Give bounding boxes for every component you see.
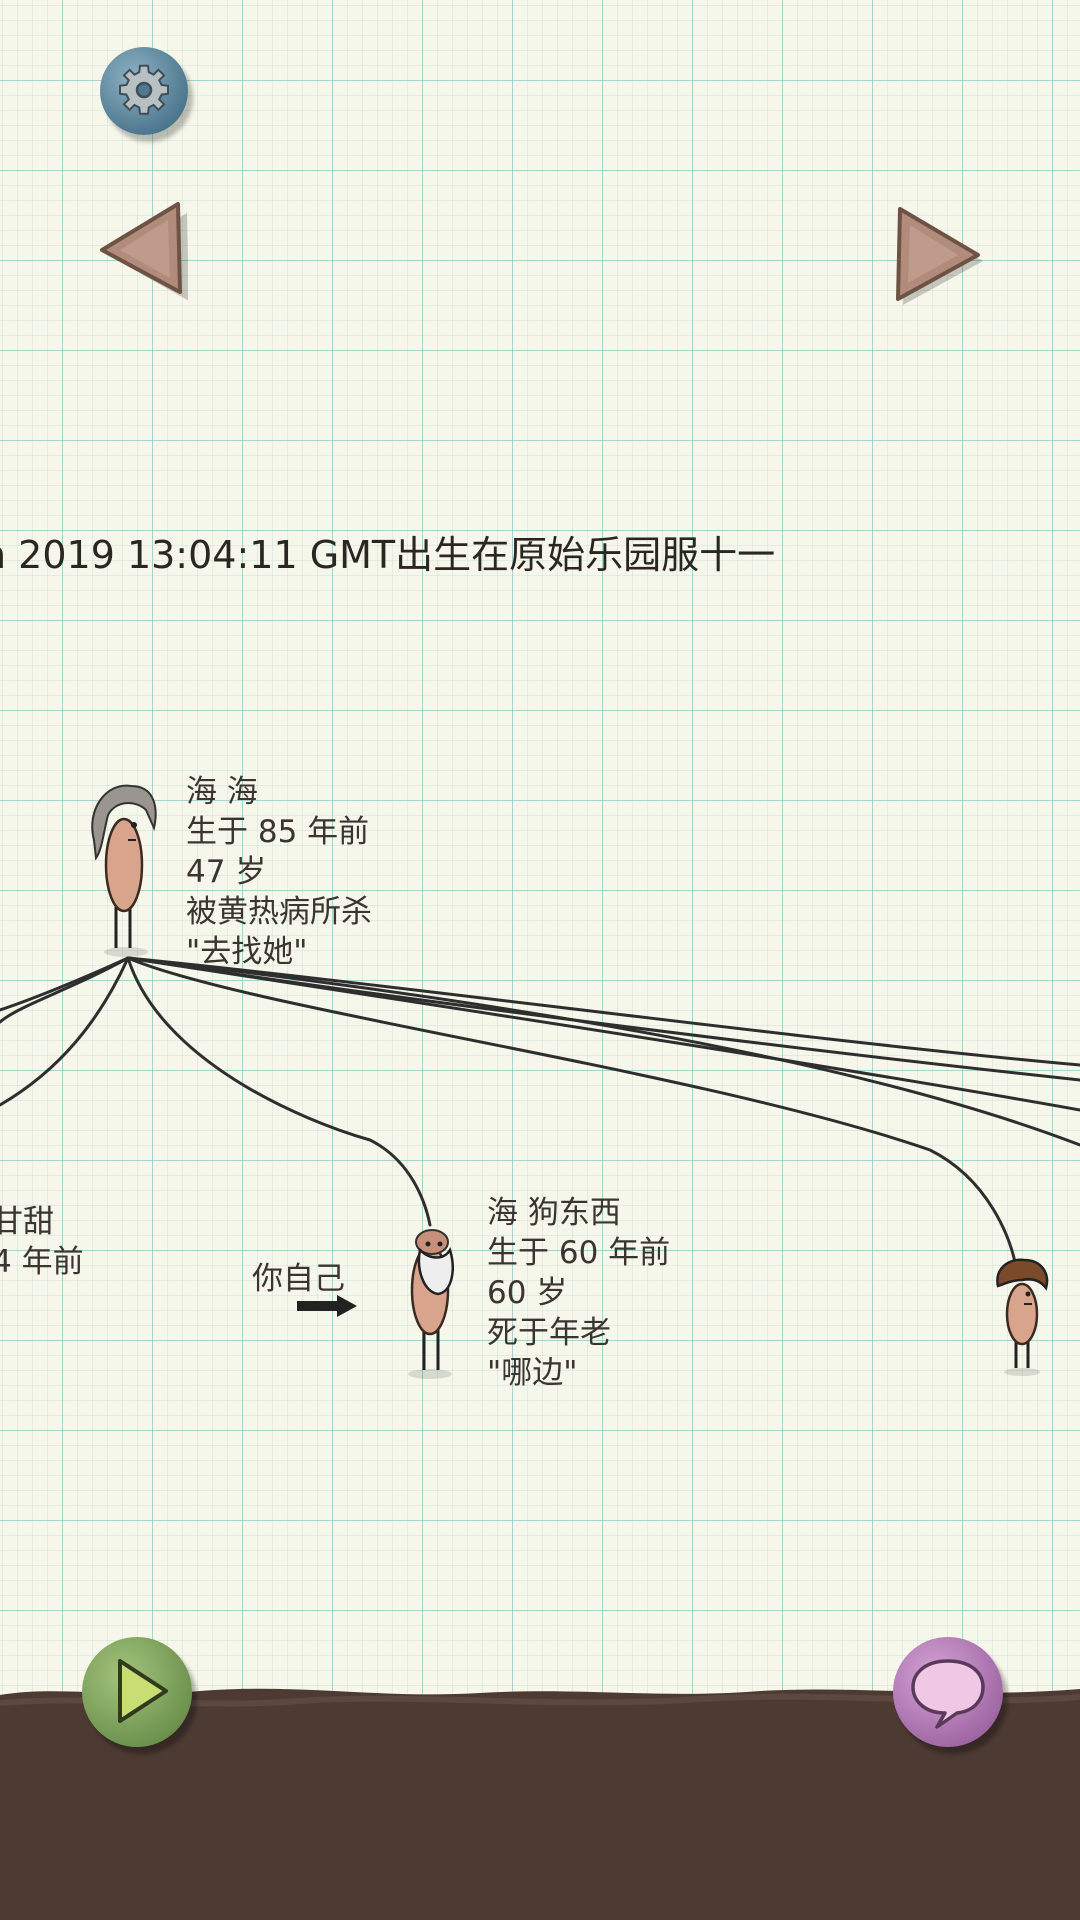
lineage-line <box>0 956 130 1012</box>
person-last-words: "去找她" <box>186 934 308 970</box>
you-label: 你自己 <box>252 1261 345 1297</box>
play-icon <box>118 1659 168 1723</box>
partial-person-info: 甘甜 4 年前 <box>0 1202 84 1282</box>
ancestor-character[interactable] <box>76 780 166 960</box>
chat-button[interactable] <box>893 1637 1003 1747</box>
birth-info-text: n 2019 13:04:11 GMT出生在原始乐园服十一 <box>0 533 776 577</box>
lineage-line <box>0 956 130 1107</box>
gear-icon <box>118 64 170 115</box>
player-info: 海 狗东西 生于 60 年前 60 岁 死于年老 "哪边" <box>487 1193 670 1393</box>
person-name: 海 海 <box>186 774 258 810</box>
lineage-line <box>126 956 432 1227</box>
lineage-line <box>126 956 1080 1067</box>
person-death-cause: 死于年老 <box>487 1315 611 1351</box>
next-button[interactable] <box>894 205 984 310</box>
player-character[interactable] <box>390 1220 470 1380</box>
ancestor-info: 海 海 生于 85 年前 47 岁 被黄热病所杀 "去找她" <box>186 772 372 972</box>
person-last-words: "哪边" <box>487 1355 578 1391</box>
lineage-line <box>126 956 1017 1264</box>
triangle-left-icon <box>100 202 189 301</box>
pointer-arrow-icon <box>297 1295 357 1317</box>
person-age: 47 岁 <box>186 854 267 890</box>
lineage-line <box>126 956 1080 1112</box>
lineage-line <box>126 956 1080 1147</box>
triangle-right-icon <box>896 207 983 305</box>
person-birth: 4 年前 <box>0 1244 84 1280</box>
settings-button[interactable] <box>100 47 188 135</box>
previous-button[interactable] <box>98 200 189 305</box>
speech-bubble-icon <box>911 1659 985 1729</box>
descendant-character[interactable] <box>988 1258 1054 1378</box>
person-name: 海 狗东西 <box>487 1195 621 1231</box>
person-age: 60 岁 <box>487 1275 568 1311</box>
person-name: 甘甜 <box>0 1204 54 1240</box>
person-death-cause: 被黄热病所杀 <box>186 894 372 930</box>
person-birth: 生于 85 年前 <box>186 814 370 850</box>
person-birth: 生于 60 年前 <box>487 1235 671 1271</box>
play-button[interactable] <box>82 1637 192 1747</box>
lineage-line <box>0 956 130 1024</box>
